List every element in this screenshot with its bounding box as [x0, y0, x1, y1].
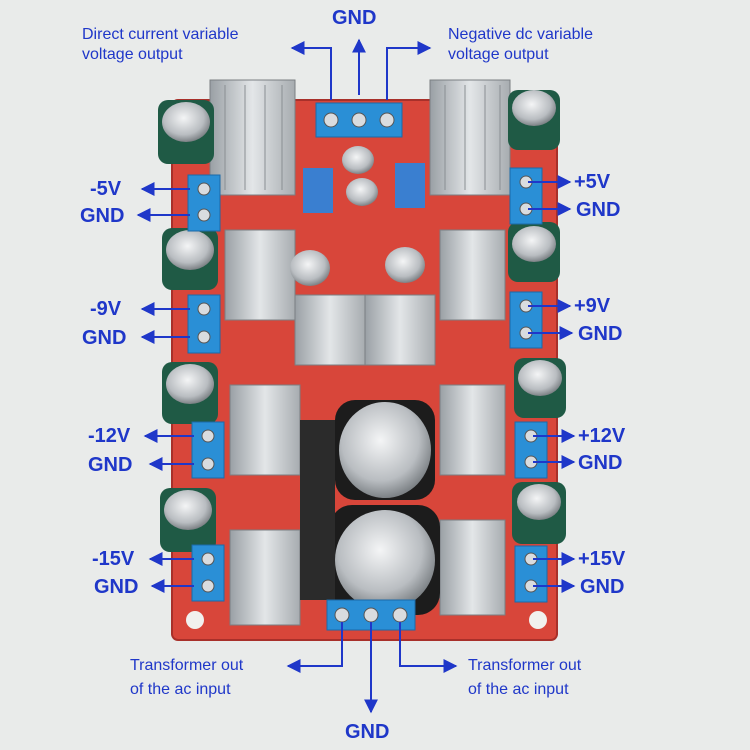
- capacitor: [162, 228, 218, 290]
- label-gnd-minus-12v: GND: [88, 454, 133, 476]
- label-gnd-minus-15v: GND: [94, 576, 139, 598]
- callout-arrows: [136, 38, 576, 714]
- label-gnd-minus-5v: GND: [80, 205, 125, 227]
- heatsink: [224, 229, 296, 321]
- heatsink: [364, 294, 436, 366]
- direct-current-label-line2: voltage output: [82, 46, 183, 63]
- capacitor: [342, 146, 378, 206]
- capacitor: [158, 100, 214, 164]
- mount-hole: [186, 611, 204, 629]
- transformer-left-line1: Transformer out: [130, 657, 244, 674]
- capacitor: [385, 247, 425, 283]
- heatsink: [229, 384, 301, 476]
- mount-hole: [529, 611, 547, 629]
- terminal-right-15v: [514, 545, 548, 603]
- transformer-right-line2: of the ac input: [468, 681, 569, 698]
- direct-current-label-line1: Direct current variable: [82, 26, 239, 43]
- trimmer-pot: [303, 168, 333, 213]
- capacitor: [514, 358, 566, 418]
- heatsink: [439, 229, 506, 321]
- terminal-left-12v: [191, 421, 225, 479]
- gnd-bottom-label: GND: [345, 721, 390, 743]
- label-plus-9v: +9V: [574, 295, 611, 317]
- trimmer-pot: [395, 163, 425, 208]
- label-plus-5v: +5V: [574, 171, 611, 193]
- terminal-top: [315, 102, 403, 138]
- large-capacitor: [330, 505, 440, 615]
- terminal-left-5v: [187, 174, 221, 232]
- capacitor: [512, 482, 566, 544]
- capacitor: [162, 362, 218, 424]
- terminal-left-15v: [191, 544, 225, 602]
- label-gnd-minus-9v: GND: [82, 327, 127, 349]
- capacitor: [508, 222, 560, 282]
- capacitor: [290, 250, 330, 286]
- heatsink-top-right: [429, 79, 511, 196]
- negative-dc-label-line2: voltage output: [448, 46, 549, 63]
- label-minus-12v: -12V: [88, 425, 131, 447]
- label-gnd-plus-5v: GND: [576, 199, 621, 221]
- negative-dc-label-line1: Negative dc variable: [448, 26, 593, 43]
- gnd-top-label: GND: [332, 7, 377, 29]
- heatsink: [294, 294, 366, 366]
- terminal-left-9v: [187, 294, 221, 354]
- heatsink: [229, 529, 301, 626]
- heatsink-top-left: [209, 79, 296, 196]
- label-minus-5v: -5V: [90, 178, 122, 200]
- terminal-right-9v: [509, 291, 543, 349]
- transformer-right-line1: Transformer out: [468, 657, 582, 674]
- capacitor: [508, 90, 560, 150]
- large-capacitor: [335, 400, 435, 500]
- label-gnd-plus-15v: GND: [580, 576, 625, 598]
- label-minus-9v: -9V: [90, 298, 122, 320]
- heatsink: [439, 519, 506, 616]
- label-gnd-plus-9v: GND: [578, 323, 623, 345]
- terminal-right-12v: [514, 421, 548, 479]
- capacitor: [160, 488, 216, 552]
- label-minus-15v: -15V: [92, 548, 135, 570]
- label-plus-15v: +15V: [578, 548, 626, 570]
- label-plus-12v: +12V: [578, 425, 626, 447]
- heatsink: [439, 384, 506, 476]
- transformer-left-line2: of the ac input: [130, 681, 231, 698]
- terminal-right-5v: [509, 167, 543, 225]
- bridge-rectifier: [300, 420, 335, 600]
- label-gnd-plus-12v: GND: [578, 452, 623, 474]
